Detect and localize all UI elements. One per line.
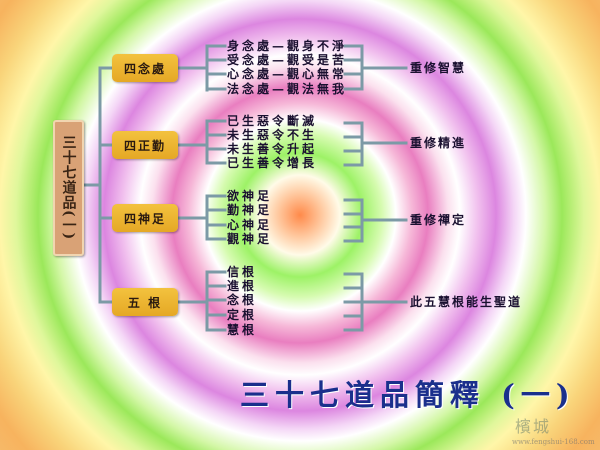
category-box-four-right-efforts: 四正勤 [112,131,178,159]
list-item: 欲神足 [227,189,273,203]
list-item: 心念處—觀心無常 [227,67,348,81]
result-label: 重修禪定 [410,213,467,227]
list-item: 身念處—觀身不淨 [227,39,348,53]
list-item: 已生惡令斷滅 [227,114,318,128]
list-item: 勤神足 [227,203,273,217]
category-box-four-bases-of-power: 四神足 [112,204,178,232]
list-item: 心神足 [227,218,273,232]
list-item: 信根 [227,265,258,279]
list-item: 慧根 [227,323,258,337]
list-item: 念根 [227,293,258,307]
watermark-url: www.fengshui-168.com [512,438,595,446]
list-item: 定根 [227,308,258,322]
list-item: 已生善令增長 [227,156,318,170]
list-item: 法念處—觀法無我 [227,82,348,96]
list-item: 觀神足 [227,232,273,246]
category-box-five-faculties: 五 根 [112,288,178,316]
result-label: 重修智慧 [410,61,467,75]
root-node: 三十七道品(一) [53,120,84,256]
result-label: 重修精進 [410,136,467,150]
list-item: 受念處—觀受是苦 [227,53,348,67]
category-box-four-mindfulness: 四念處 [112,54,178,82]
watermark-logo: 檳城 [515,417,552,436]
root-label: 三十七道品(一) [60,135,77,241]
result-label: 此五慧根能生聖道 [410,295,523,309]
list-item: 未生惡令不生 [227,128,318,142]
list-item: 進根 [227,279,258,293]
list-item: 未生善令升起 [227,142,318,156]
page-title: 三十七道品簡釋 (一) [240,378,576,412]
